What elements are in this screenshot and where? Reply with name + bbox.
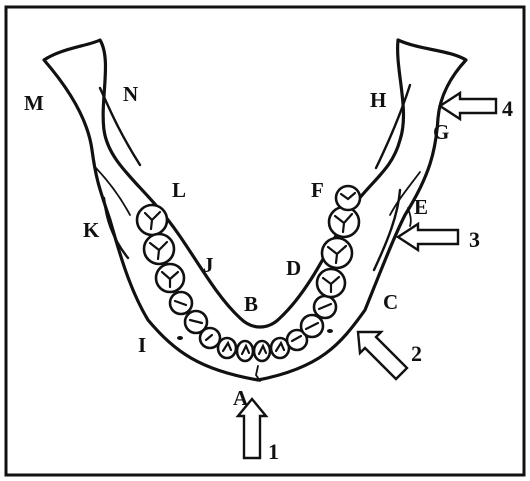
arrow-4-label: 4 xyxy=(502,96,513,121)
label-c: C xyxy=(383,290,398,314)
arrow-3 xyxy=(398,224,458,250)
arrow-2-label: 2 xyxy=(411,341,422,366)
arrow-4 xyxy=(440,93,496,119)
label-f: F xyxy=(311,178,324,202)
label-k: K xyxy=(83,218,100,242)
arrow-2 xyxy=(358,332,407,379)
label-j: J xyxy=(203,253,214,277)
mental-foramen-right xyxy=(327,329,333,333)
label-m: M xyxy=(24,91,44,115)
label-g: G xyxy=(433,120,449,144)
tooth-incisor-3 xyxy=(254,341,270,361)
right-notch-mark xyxy=(408,208,411,226)
label-h: H xyxy=(370,88,386,112)
label-b: B xyxy=(244,292,258,316)
arrow-1-label: 1 xyxy=(268,439,279,464)
label-i: I xyxy=(138,333,146,357)
label-n: N xyxy=(123,82,138,106)
label-e: E xyxy=(414,195,428,219)
mandible-outline xyxy=(44,40,466,380)
tooth-incisor-1 xyxy=(218,338,236,358)
arrow-3-label: 3 xyxy=(469,227,480,252)
label-d: D xyxy=(286,256,301,280)
mental-foramen-left xyxy=(177,336,183,340)
tooth-incisor-2 xyxy=(237,341,253,361)
label-l: L xyxy=(172,178,186,202)
